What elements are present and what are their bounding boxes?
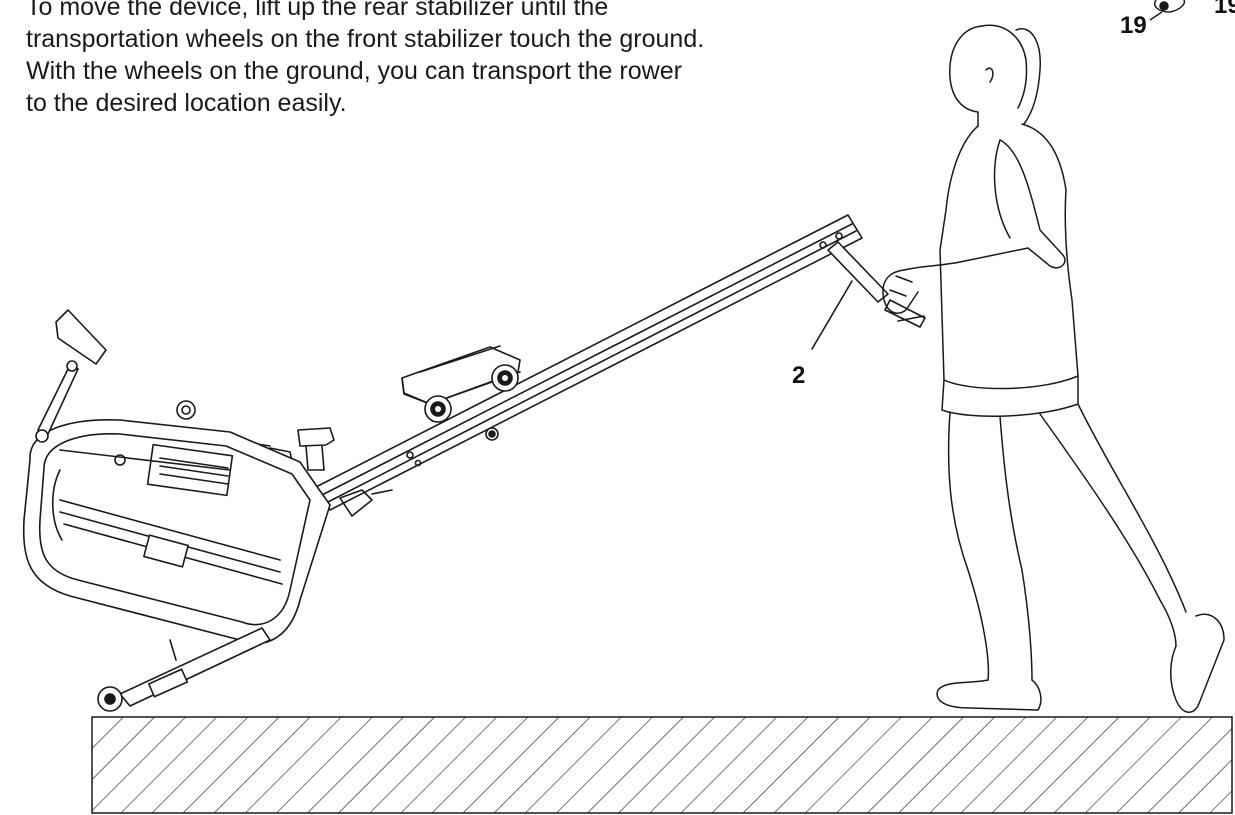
monitor-arm bbox=[35, 309, 107, 443]
callout-part-19: 19 bbox=[1120, 12, 1147, 39]
instruction-line-4: to the desired location easily. bbox=[26, 89, 347, 117]
front-stabilizer-wheel bbox=[97, 627, 271, 712]
floor-hatched-block bbox=[91, 716, 1233, 814]
instruction-line-1: To move the device, lift up the rear sta… bbox=[26, 0, 609, 21]
instruction-line-3: With the wheels on the ground, you can t… bbox=[26, 57, 682, 85]
instruction-line-2: transportation wheels on the front stabi… bbox=[26, 25, 705, 53]
callout-part-cut: 19 bbox=[1214, 0, 1235, 19]
seat-carriage bbox=[401, 345, 521, 441]
handle-bar bbox=[811, 241, 926, 350]
rowing-machine bbox=[22, 214, 926, 712]
transport-instructions: To move the device, lift up the rear sta… bbox=[26, 0, 926, 119]
top-right-part-fragment bbox=[1149, 0, 1186, 21]
rail-beam bbox=[315, 214, 863, 511]
callout-part-2: 2 bbox=[792, 362, 806, 389]
water-tank-frame bbox=[22, 400, 331, 645]
person-figure bbox=[882, 24, 1225, 713]
